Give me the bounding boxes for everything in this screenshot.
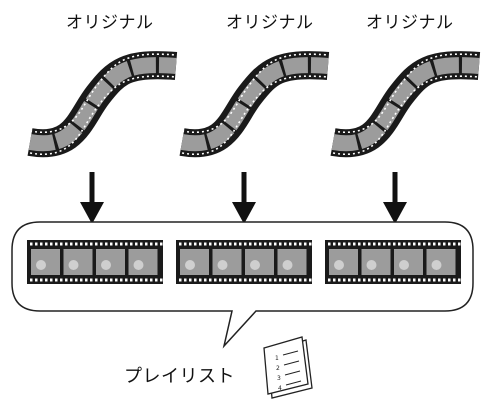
list-num-3: 3 xyxy=(277,375,281,382)
arrow-down-3 xyxy=(383,172,407,224)
list-num-4: 4 xyxy=(278,385,282,392)
original-label-2: オリジナル xyxy=(226,13,314,33)
list-num-1: 1 xyxy=(275,355,279,362)
curved-filmstrip-2 xyxy=(179,51,330,158)
playlist-label: プレイリスト xyxy=(124,366,235,387)
original-label-3: オリジナル xyxy=(366,13,454,33)
flat-filmstrip-1 xyxy=(27,240,163,284)
original-label-1: オリジナル xyxy=(66,13,154,33)
arrow-down-1 xyxy=(80,172,104,224)
flat-filmstrip-2 xyxy=(176,240,312,284)
curved-filmstrip-1 xyxy=(27,51,178,158)
original-filmstrips xyxy=(27,51,481,158)
list-num-2: 2 xyxy=(276,365,280,372)
flat-filmstrip-3 xyxy=(325,240,461,284)
playlist-filmstrips xyxy=(27,240,461,284)
curved-filmstrip-3 xyxy=(330,51,481,158)
numbered-list-document-icon: 1 2 3 4 xyxy=(263,336,313,399)
arrow-down-2 xyxy=(232,172,256,224)
